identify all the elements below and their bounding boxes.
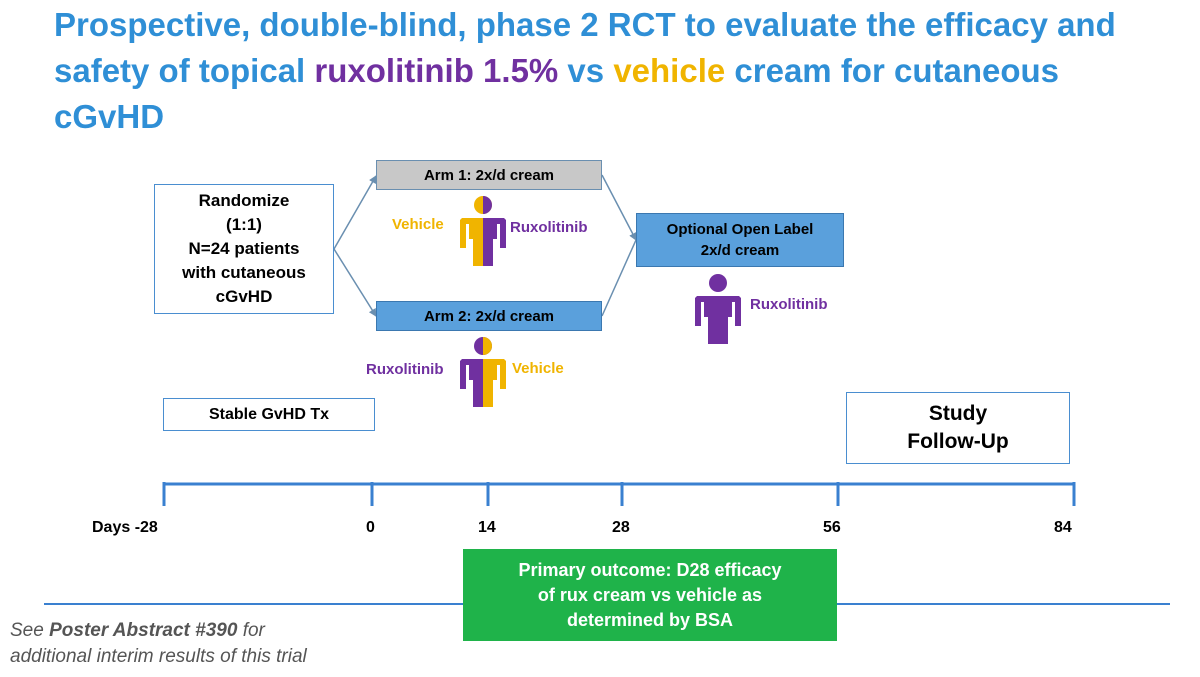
randomize-to-arm1-arrow bbox=[333, 175, 377, 250]
randomize-to-arm2-arrow bbox=[333, 248, 377, 317]
timeline-tick-14: 14 bbox=[478, 519, 496, 536]
primary-outcome-line3: determined by BSA bbox=[566, 609, 734, 630]
arm2-vehicle-label: Vehicle bbox=[512, 360, 564, 377]
study-followup-box: Study Follow-Up bbox=[846, 392, 1070, 464]
primary-outcome-line1: Primary outcome: D28 efficacy bbox=[518, 559, 782, 580]
followup-line1: Study bbox=[928, 402, 988, 425]
arm1-box: Arm 1: 2x/d cream bbox=[376, 160, 602, 190]
timeline-tick-56: 56 bbox=[823, 519, 841, 536]
randomize-box: Randomize (1:1) N=24 patients with cutan… bbox=[154, 184, 334, 314]
followup-line2: Follow-Up bbox=[907, 430, 1009, 453]
open-label-box: Optional Open Label 2x/d cream bbox=[636, 213, 844, 267]
open-label-dosing: 2x/d cream bbox=[700, 242, 780, 259]
timeline bbox=[162, 482, 1076, 506]
arm1-vehicle-label: Vehicle bbox=[392, 216, 444, 233]
arm1-person-icon bbox=[460, 196, 506, 266]
open-label-title: Optional Open Label bbox=[666, 221, 814, 238]
primary-outcome-line2: of rux cream vs vehicle as bbox=[537, 584, 763, 605]
stable-gvhd-label: Stable GvHD Tx bbox=[208, 405, 330, 423]
arm1-label: Arm 1: 2x/d cream bbox=[423, 166, 555, 184]
arm2-to-openlabel-arrow bbox=[601, 239, 637, 317]
openlabel-person-icon bbox=[695, 274, 741, 344]
timeline-tick-28: 28 bbox=[612, 519, 630, 536]
primary-outcome-box: Primary outcome: D28 efficacy of rux cre… bbox=[463, 549, 837, 641]
timeline-tick-0: 0 bbox=[366, 519, 375, 536]
poster-abstract-reference: Poster Abstract #390 bbox=[49, 620, 238, 641]
slide-title: Prospective, double-blind, phase 2 RCT t… bbox=[54, 6, 1116, 135]
arm2-ruxolitinib-label: Ruxolitinib bbox=[366, 361, 444, 378]
randomize-count: N=24 patients bbox=[188, 239, 300, 258]
randomize-line: Randomize bbox=[198, 191, 290, 210]
arm1-to-openlabel-arrow bbox=[601, 174, 637, 241]
stable-gvhd-box: Stable GvHD Tx bbox=[163, 398, 375, 431]
randomize-ratio: (1:1) bbox=[226, 215, 262, 234]
randomize-condition: cGvHD bbox=[215, 287, 273, 306]
timeline-days-label: Days -28 bbox=[92, 519, 158, 536]
timeline-tick-84: 84 bbox=[1054, 519, 1072, 536]
arm1-ruxolitinib-label: Ruxolitinib bbox=[510, 219, 588, 236]
openlabel-ruxolitinib-label: Ruxolitinib bbox=[750, 296, 828, 313]
arm2-label: Arm 2: 2x/d cream bbox=[423, 307, 555, 325]
arm2-box: Arm 2: 2x/d cream bbox=[376, 301, 602, 331]
randomize-population: with cutaneous bbox=[182, 263, 306, 282]
arm2-person-icon bbox=[460, 337, 506, 407]
